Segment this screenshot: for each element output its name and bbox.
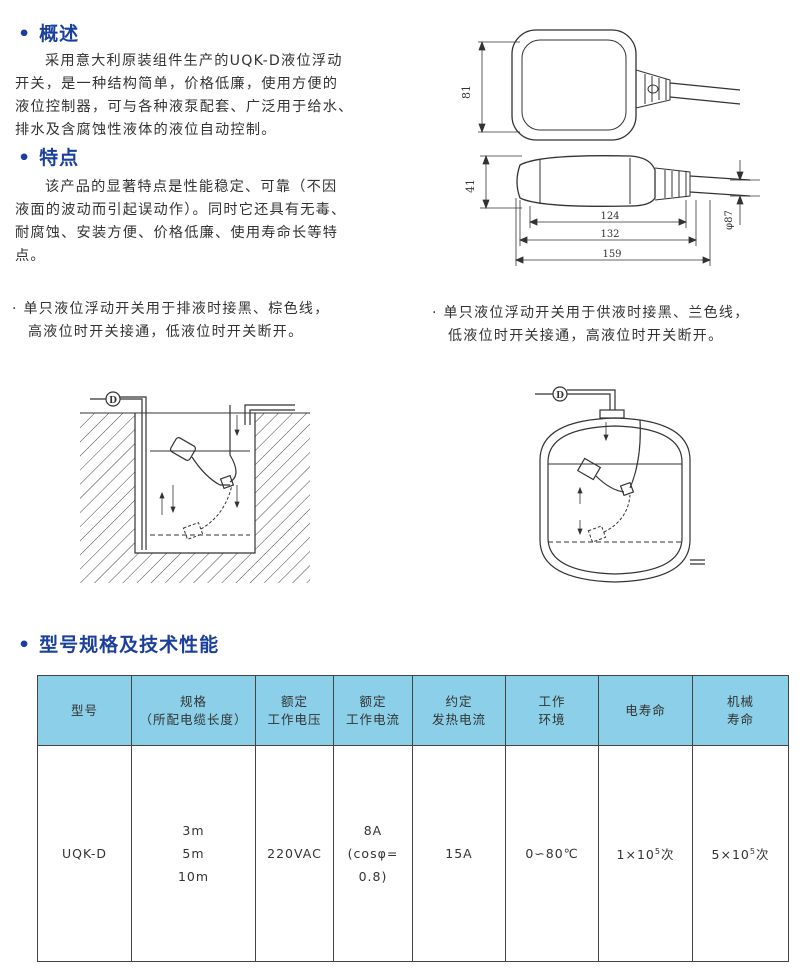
dim-phi87-label: φ87 <box>724 210 735 230</box>
spec-header-row: 型号 规格（所配电缆长度） 额定工作电压 额定工作电流 约定发热电流 工作环境 … <box>37 675 789 746</box>
drain-installation-diagram: D <box>80 391 310 583</box>
overview-heading-text: 概述 <box>39 23 80 45</box>
supply-float-low <box>587 494 631 543</box>
dim-159-label: 159 <box>602 249 621 260</box>
cell-spec: 3m 5m 10m <box>131 745 256 962</box>
features-line-3: 耐腐蚀、安装方便、价格低廉、使用寿命长等特 <box>15 225 339 241</box>
header-current: 额定工作电流 <box>333 675 413 746</box>
float-switch-high <box>169 405 237 490</box>
overview-paragraph: 采用意大利原装组件生产的UQK-D液位浮动 开关，是一种结构简单，价格低廉，使用… <box>15 50 395 142</box>
header-voltage: 额定工作电压 <box>255 675 334 746</box>
cell-mech-life: 5×105次 <box>692 745 789 962</box>
dim-81-label: 81 <box>460 85 473 99</box>
header-model: 型号 <box>37 675 132 746</box>
dim-124-label: 124 <box>600 211 619 222</box>
features-bullet: • <box>18 147 32 169</box>
supply-installation-diagram: D <box>535 386 705 583</box>
drain-pump-label: D <box>109 396 117 406</box>
features-line-2: 液面的波动而引起误动作）。同时它还具有无毒、 <box>15 202 347 218</box>
pump-and-pipe <box>90 391 147 550</box>
spec-bullet: • <box>18 634 32 656</box>
supply-pump-and-pipe <box>535 386 625 419</box>
cell-model: UQK-D <box>37 745 132 962</box>
dim-41-label: 41 <box>464 179 477 193</box>
overview-line-4: 排水及含腐蚀性液体的液位自动控制。 <box>15 122 277 138</box>
cell-voltage: 220VAC <box>255 745 334 962</box>
overview-bullet: • <box>18 23 32 45</box>
overview-line-2: 开关，是一种结构简单，价格低廉，使用方便的 <box>15 76 339 92</box>
top-view <box>511 29 741 141</box>
table-row: UQK-D 3m 5m 10m 220VAC 8A (cosφ= 0.8) 15… <box>37 745 789 962</box>
spec-heading-text: 型号规格及技术性能 <box>39 634 220 656</box>
features-line-1: 该产品的显著特点是性能稳定、可靠（不因 <box>45 179 338 195</box>
cable-diameter-dimension <box>730 160 760 225</box>
supply-pump-label: D <box>556 391 564 401</box>
drain-note-line-1: · 单只液位浮动开关用于排液时接黑、棕色线， <box>12 301 330 317</box>
dim-132-label: 132 <box>600 229 619 240</box>
drain-note: · 单只液位浮动开关用于排液时接黑、棕色线， 高液位时开关接通，低液位时开关断开… <box>12 298 330 344</box>
inlet-pipe <box>244 404 295 425</box>
header-env: 工作环境 <box>505 675 599 746</box>
pressure-tank <box>539 417 705 583</box>
overview-heading: • 概述 <box>18 19 79 46</box>
features-heading: • 特点 <box>18 143 79 170</box>
features-heading-text: 特点 <box>39 147 80 169</box>
supply-note: · 单只液位浮动开关用于供液时接黑、兰色线， 低液位时开关接通，高液位时开关断开… <box>432 302 750 348</box>
flow-arrows <box>159 415 240 515</box>
header-elec-life: 电寿命 <box>598 675 693 746</box>
length-dimensions <box>514 198 712 266</box>
header-thermal: 约定发热电流 <box>412 675 506 746</box>
header-mech-life: 机械寿命 <box>692 675 789 746</box>
cell-elec-life: 1×105次 <box>598 745 693 962</box>
header-spec: 规格（所配电缆长度） <box>131 675 256 746</box>
cell-thermal: 15A <box>412 745 506 962</box>
cell-current: 8A (cosφ= 0.8) <box>333 745 413 962</box>
spec-heading: • 型号规格及技术性能 <box>18 630 219 657</box>
drain-note-line-2: 高液位时开关接通，低液位时开关断开。 <box>28 324 304 340</box>
ground-hatching <box>80 412 310 583</box>
features-line-4: 点。 <box>15 248 46 264</box>
supply-note-line-1: · 单只液位浮动开关用于供液时接黑、兰色线， <box>432 305 750 321</box>
side-view <box>516 155 751 207</box>
supply-arrows <box>577 422 609 536</box>
cell-env: 0∽80℃ <box>505 745 599 962</box>
height-81-dimension <box>478 40 520 134</box>
supply-note-line-2: 低液位时开关接通，高液位时开关断开。 <box>448 328 724 344</box>
overview-line-1: 采用意大利原装组件生产的UQK-D液位浮动 <box>45 53 343 69</box>
spec-table: 型号 规格（所配电缆长度） 额定工作电压 额定工作电流 约定发热电流 工作环境 … <box>37 675 789 962</box>
supply-water-levels <box>548 463 682 543</box>
overview-line-3: 液位控制器，可与各种液泵配套、广泛用于给水、 <box>15 99 354 115</box>
float-switch-dimension-drawing: 81 41 φ87 124 132 159 <box>460 29 760 266</box>
features-paragraph: 该产品的显著特点是性能稳定、可靠（不因 液面的波动而引起误动作）。同时它还具有无… <box>15 176 395 268</box>
supply-float-high <box>576 419 641 497</box>
height-41-dimension <box>480 154 522 210</box>
